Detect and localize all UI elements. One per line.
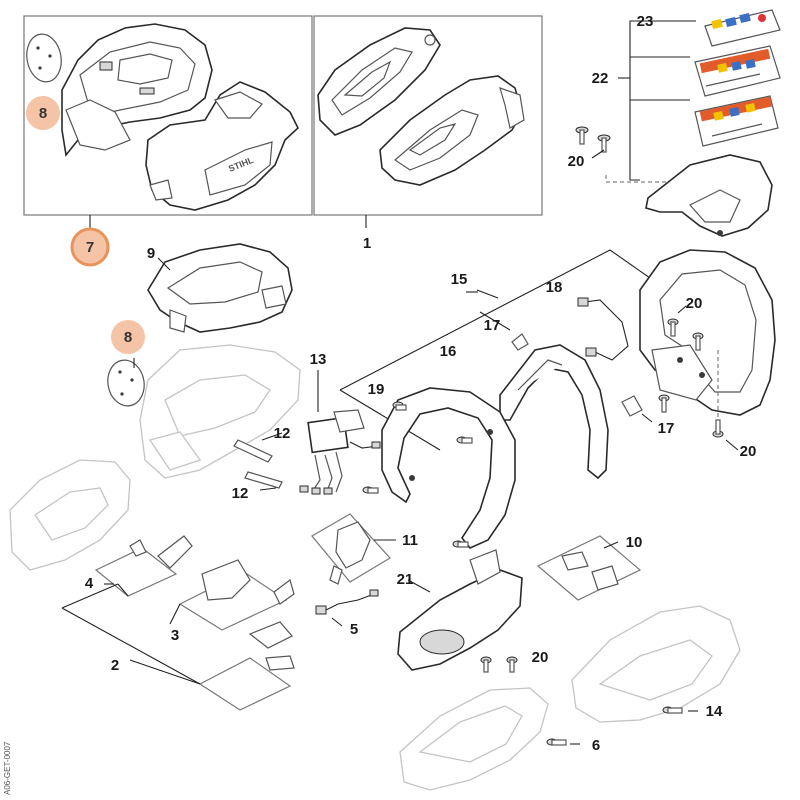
housing-shell-right: STIHL xyxy=(145,81,299,211)
gasket-second-icon xyxy=(107,359,145,407)
strip-12a-icon xyxy=(233,439,273,463)
strip-12b-icon xyxy=(244,471,283,489)
ghost-housing-left xyxy=(139,344,301,479)
housing-assembly-frame xyxy=(23,15,313,216)
screw-14-icon xyxy=(662,706,683,714)
switch-13 xyxy=(299,409,381,495)
ghost-housing-lower-left xyxy=(9,459,131,571)
callout-7[interactable]: 7 xyxy=(86,239,94,256)
screw-19-icon xyxy=(362,401,473,548)
cable-5 xyxy=(315,589,379,615)
screw-6-icon xyxy=(546,738,567,746)
rear-handle-frame xyxy=(639,249,776,416)
ground-clip-17-icon xyxy=(511,333,529,351)
callout-8a-circle xyxy=(26,96,60,130)
callout-13[interactable]: 13 xyxy=(310,351,327,368)
screw-20b-icon xyxy=(667,318,704,351)
trigger-frame-4 xyxy=(94,535,193,597)
callout-5[interactable]: 5 xyxy=(350,621,358,638)
callout-9[interactable]: 9 xyxy=(147,245,155,262)
callout-17b[interactable]: 17 xyxy=(658,420,675,437)
callout-10[interactable]: 10 xyxy=(626,534,643,551)
callout-1[interactable]: 1 xyxy=(363,235,371,252)
front-handle-16 xyxy=(499,344,609,480)
housing-shell-left xyxy=(61,23,213,157)
ghost-housing-bottom xyxy=(399,687,549,791)
callout-23[interactable]: 23 xyxy=(637,13,654,30)
trigger-frame-3 xyxy=(178,559,295,631)
callout-22[interactable]: 22 xyxy=(592,70,609,87)
callout-16[interactable]: 16 xyxy=(440,343,457,360)
callout-18[interactable]: 18 xyxy=(546,279,563,296)
callout-21[interactable]: 21 xyxy=(397,571,414,588)
callout-14[interactable]: 14 xyxy=(706,703,723,720)
callout-15[interactable]: 15 xyxy=(451,271,468,288)
housing-frame-1 xyxy=(313,15,543,216)
callout-20c[interactable]: 20 xyxy=(740,443,757,460)
callout-8b[interactable]: 8 xyxy=(124,329,132,346)
screw-20a-icon xyxy=(575,126,611,153)
callout-6[interactable]: 6 xyxy=(592,737,600,754)
screw-20d-icon xyxy=(480,656,518,673)
warning-label-22b xyxy=(694,95,779,147)
callout-17a[interactable]: 17 xyxy=(484,317,501,334)
handle-cover xyxy=(645,154,773,237)
switch-frame-11 xyxy=(311,513,391,585)
cable-18 xyxy=(577,297,629,361)
screw-20c-icon xyxy=(658,394,724,438)
callout-8b-circle xyxy=(111,320,145,354)
handle-cover-9 xyxy=(147,243,293,333)
callout-2[interactable]: 2 xyxy=(111,657,119,674)
ground-clip-17b-icon xyxy=(621,395,643,417)
callout-8a[interactable]: 8 xyxy=(39,105,47,122)
callout-12b[interactable]: 12 xyxy=(232,485,249,502)
guard-21 xyxy=(397,549,523,671)
warning-label-22a xyxy=(694,45,781,97)
housing-shell-1a xyxy=(317,27,441,136)
callout-20d[interactable]: 20 xyxy=(532,649,549,666)
warning-label-23 xyxy=(704,9,781,47)
ghost-housing-lower-right xyxy=(571,605,741,723)
callout-20b[interactable]: 20 xyxy=(686,295,703,312)
callout-19[interactable]: 19 xyxy=(368,381,385,398)
callout-20a[interactable]: 20 xyxy=(568,153,585,170)
housing-shell-1b xyxy=(379,75,525,186)
trigger-frame-2 xyxy=(198,621,295,711)
pad-frame-10 xyxy=(536,535,642,601)
callout-3[interactable]: 3 xyxy=(171,627,179,644)
callout-7-circle xyxy=(70,227,110,267)
callout-4[interactable]: 4 xyxy=(85,575,94,592)
loop-handle-15 xyxy=(381,387,516,549)
callout-11[interactable]: 11 xyxy=(402,532,418,549)
gasket-icon xyxy=(26,33,62,83)
document-id: A06-GET-0007 xyxy=(3,741,12,795)
callout-12a[interactable]: 12 xyxy=(274,425,291,442)
